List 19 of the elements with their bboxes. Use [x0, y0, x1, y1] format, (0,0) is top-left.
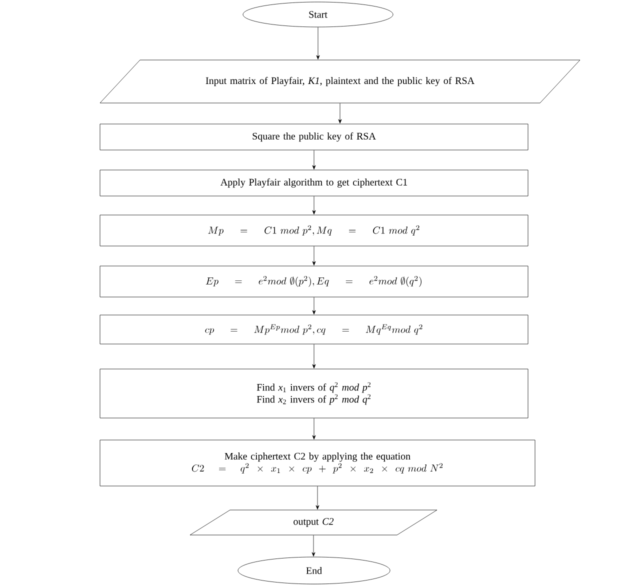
process-box: Make ciphertext C2 by applying the equation $C2 = q^{2}\times x_{1}\times cp + p^{2}\times x_{2}\times cq\ mod\ N^{2}$	[100, 440, 536, 486]
arrow	[312, 418, 316, 440]
arrow	[312, 344, 316, 368]
io-parallelogram: Input matrix of Playfair, K1, plaintext and the public key of RSA	[100, 60, 580, 104]
process-box: Find x$_{1}$ invers of q$^{2}$ mod p$^{2}$ Find x$_{2}$ invers of p$^{2}$ mod q$^{2}$	[100, 368, 528, 418]
arrow	[312, 535, 316, 556]
process-box: $cp = Mp^{Ep} mod\ p^{2}, cq = Mq^{Eq} mod\ q^{2}$	[100, 314, 528, 344]
arrow	[312, 297, 316, 314]
io-parallelogram: output C2	[190, 510, 438, 536]
arrow	[316, 27, 320, 60]
arrow	[312, 196, 316, 214]
arrow	[316, 486, 320, 510]
arrow	[338, 103, 342, 124]
process-box: Apply Playfair algorithm to get ciphertext C1	[100, 170, 528, 196]
arrow	[312, 246, 316, 266]
process-box: $Mp = C1\ mod\ p^{2}, Mq = C1\ mod\ q^{2}$	[100, 214, 528, 246]
arrow	[312, 150, 316, 170]
process-box: $Ep = e^{2} mod\ \emptyset(p^{2}), Eq = e^{2} mod\ \emptyset(q^{2})$	[100, 266, 528, 298]
process-box: Square the public key of RSA	[100, 124, 528, 150]
